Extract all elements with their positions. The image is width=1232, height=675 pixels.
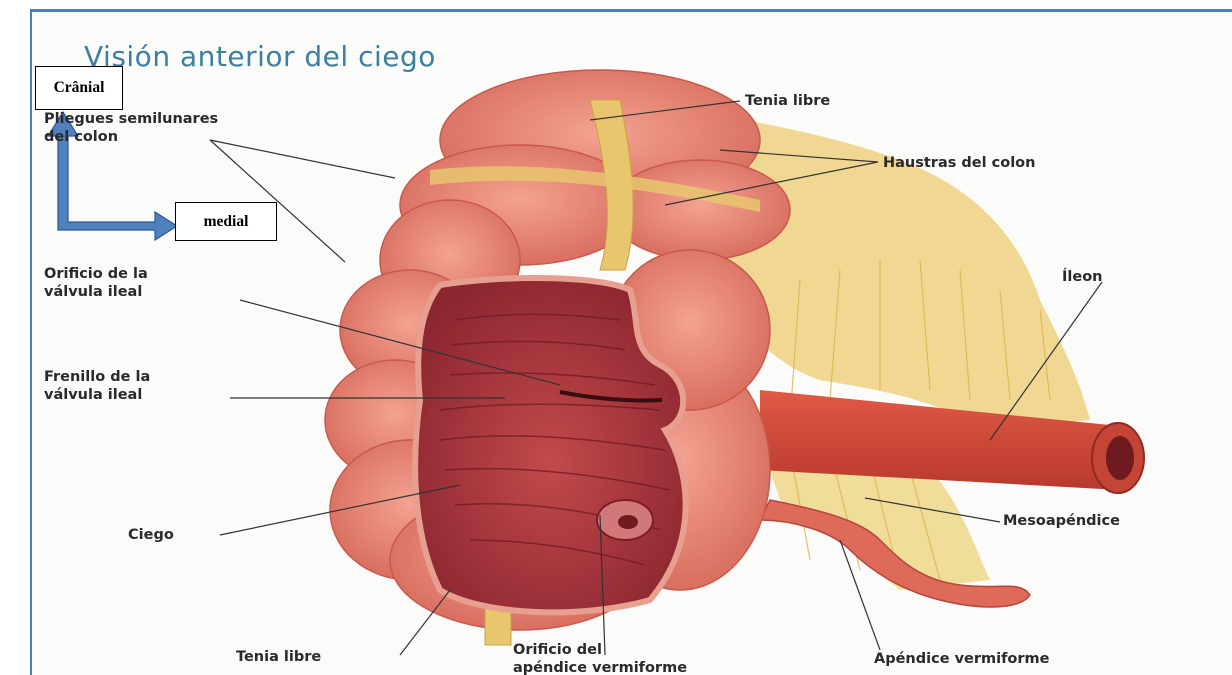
label-frenillo-line2: válvula ileal [44, 386, 150, 404]
label-ileon: Íleon [1062, 268, 1102, 286]
label-mesoapendice: Mesoapéndice [1003, 512, 1120, 530]
label-pliegues-line2: del colon [44, 128, 218, 146]
label-frenillo-line1: Frenillo de la [44, 368, 150, 386]
label-orificio-valvula-line1: Orificio de la [44, 265, 148, 283]
label-orificio-valvula-line2: válvula ileal [44, 283, 148, 301]
label-orificio-valvula: Orificio de la válvula ileal [44, 265, 148, 301]
label-haustras: Haustras del colon [883, 154, 1035, 172]
label-ciego: Ciego [128, 526, 174, 544]
label-apendice: Apéndice vermiforme [874, 650, 1049, 668]
label-tenia-libre-top: Tenia libre [745, 92, 830, 110]
label-pliegues-semilunares: Pliegues semilunares del colon [44, 110, 218, 146]
cranial-direction-label: Crânial [35, 66, 123, 110]
label-frenillo: Frenillo de la válvula ileal [44, 368, 150, 404]
label-orificio-apendice-line1: Orificio del [513, 641, 687, 659]
cranial-text: Crânial [54, 79, 105, 97]
label-orificio-apendice: Orificio del apéndice vermiforme [513, 641, 687, 675]
diagram-title: Visión anterior del ciego [84, 40, 436, 73]
medial-direction-label: medial [175, 202, 277, 241]
label-orificio-apendice-line2: apéndice vermiforme [513, 659, 687, 675]
label-pliegues-line1: Pliegues semilunares [44, 110, 218, 128]
medial-text: medial [204, 213, 249, 231]
label-tenia-libre-bottom: Tenia libre [236, 648, 321, 666]
